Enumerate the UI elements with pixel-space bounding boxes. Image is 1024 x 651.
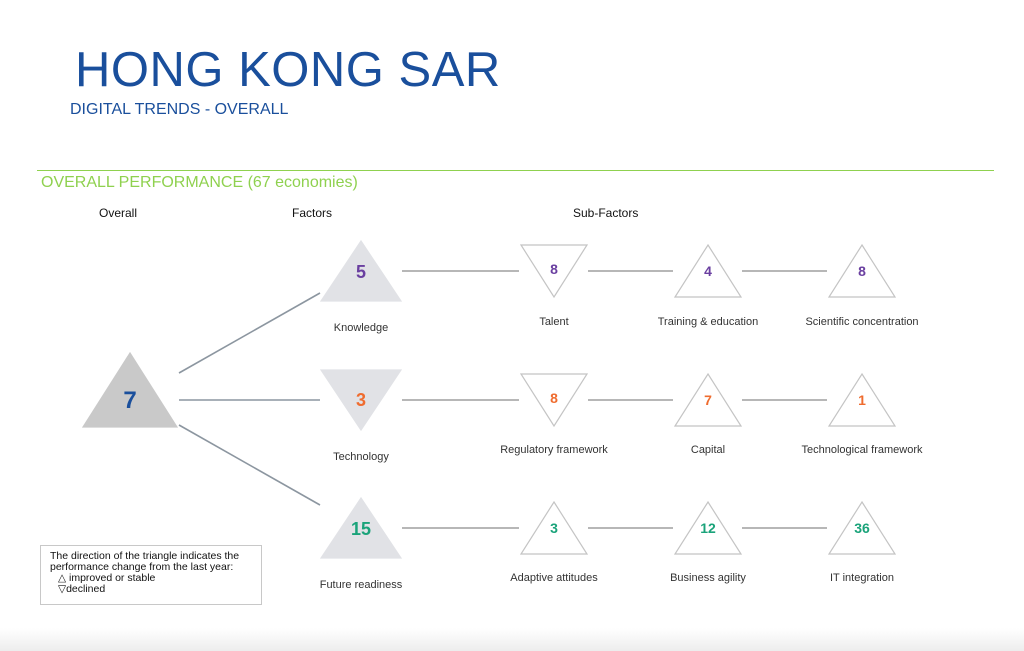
legend-line-1: The direction of the triangle indicates … [50,550,240,562]
subfactor-rank-scientific-concentration: 8 [858,263,866,279]
page-title: HONG KONG SAR [75,43,501,97]
subfactor-triangle-scientific-concentration [827,243,897,298]
subfactor-label-regulatory-framework: Regulatory framework [500,444,608,456]
legend-line-2: performance change from the last year: [50,561,234,573]
factor-rank-future-readiness: 15 [351,519,371,539]
factor-label-knowledge: Knowledge [334,322,388,334]
subfactor-triangle-talent [519,244,589,299]
subfactor-triangle-technological-framework [827,372,897,427]
subfactor-label-training-education: Training & education [658,316,759,328]
triangle-down-icon: ▽ [58,583,67,595]
subfactor-label-business-agility: Business agility [670,572,746,584]
factor-rank-technology: 3 [356,390,366,410]
legend-declined-text: declined [66,583,106,595]
triangle-up-icon: △ [58,572,67,584]
subfactor-rank-business-agility: 12 [700,520,716,536]
column-heading-factors: Factors [292,206,333,220]
connector-overall-future-readiness [178,424,321,506]
subfactor-label-capital: Capital [691,444,725,456]
factor-rank-knowledge: 5 [356,262,366,282]
column-heading-subfactors: Sub-Factors [573,206,639,220]
subfactor-triangle-capital [673,372,743,427]
section-divider [37,170,994,171]
connector-overall-knowledge [178,292,321,374]
legend-declined: ▽declined [50,584,261,595]
subfactor-label-scientific-concentration: Scientific concentration [805,316,918,328]
subfactor-triangle-it-integration [827,500,897,555]
overall-rank: 7 [123,387,136,414]
subfactor-rank-capital: 7 [704,392,712,408]
factor-triangle-knowledge [319,239,403,302]
legend-improved: △ improved or stable [50,573,261,584]
subfactor-label-talent: Talent [539,316,568,328]
legend-box: The direction of the triangle indicates … [40,545,262,605]
subfactor-triangle-adaptive-attitudes [519,500,589,555]
subfactor-rank-technological-framework: 1 [858,392,866,408]
subfactor-label-adaptive-attitudes: Adaptive attitudes [510,572,598,584]
subfactor-triangle-business-agility [673,500,743,555]
subfactor-triangle-training-education [673,243,743,298]
subfactor-label-it-integration: IT integration [830,572,894,584]
subfactor-rank-it-integration: 36 [854,520,870,536]
overall-triangle [81,351,179,428]
subfactor-rank-regulatory-framework: 8 [550,390,558,406]
subfactor-rank-talent: 8 [550,261,558,277]
factor-label-technology: Technology [333,451,389,463]
section-heading: OVERALL PERFORMANCE (67 economies) [41,174,358,191]
page-subtitle: DIGITAL TRENDS - OVERALL [70,101,289,118]
legend-improved-text: improved or stable [66,572,156,584]
factor-label-future-readiness: Future readiness [320,579,403,591]
subfactor-rank-training-education: 4 [704,263,712,279]
subfactor-label-technological-framework: Technological framework [801,444,923,456]
factor-triangle-future-readiness [319,496,403,559]
subfactor-rank-adaptive-attitudes: 3 [550,520,558,536]
column-heading-overall: Overall [99,206,138,220]
factor-triangle-technology [319,369,403,432]
bottom-shadow [0,628,1024,651]
subfactor-triangle-regulatory-framework [519,373,589,428]
